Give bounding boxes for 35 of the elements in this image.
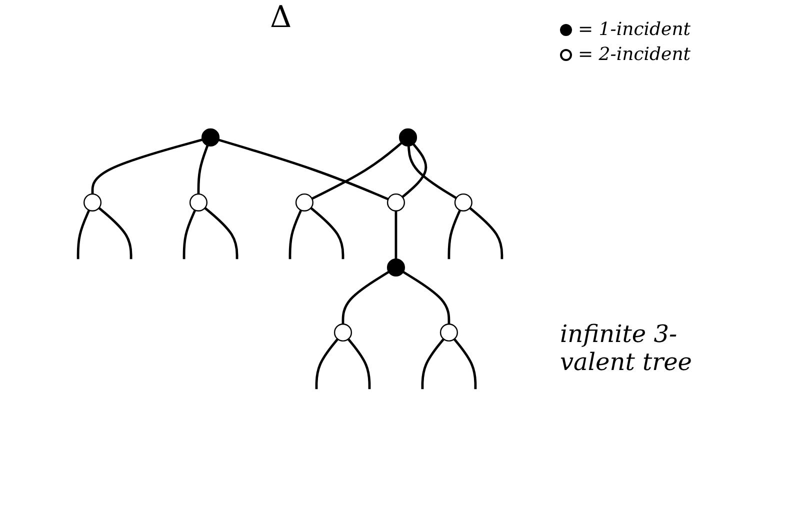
legend-text: = 2-incident [578, 44, 691, 65]
tree-edge [402, 143, 428, 198]
tree-edge [421, 338, 445, 390]
tree-caption: infinite 3-valent tree [560, 320, 693, 376]
open-vertex [440, 324, 458, 342]
tree-label: Δ [270, 0, 292, 35]
legend-text: = 1-incident [578, 19, 691, 40]
tree-edge [407, 146, 457, 200]
open-vertex [386, 193, 405, 212]
open-vertex [189, 193, 208, 212]
tree-edge [453, 338, 477, 390]
tree-edge [394, 210, 398, 260]
tree-edge [347, 338, 371, 390]
tree-edge [218, 138, 389, 200]
tree-edge [197, 144, 209, 194]
filled-vertex [386, 258, 405, 277]
tree-edge [342, 270, 390, 324]
tree-edge [76, 210, 90, 260]
tree-edge [402, 270, 450, 324]
tree-edge [448, 210, 462, 260]
tree-edge [310, 206, 344, 260]
tree-edge [91, 138, 203, 194]
tree-edge [98, 206, 132, 260]
filled-vertex [202, 128, 220, 146]
tree-edge [204, 206, 238, 260]
open-vertex [295, 193, 314, 212]
tree-edge [469, 206, 504, 260]
tree-edge [288, 210, 302, 260]
open-vertex [334, 324, 352, 342]
open-vertex [454, 193, 472, 212]
tree-edge [311, 142, 402, 200]
filled-vertex [398, 128, 418, 146]
tree-edge [182, 210, 196, 260]
open-vertex [83, 193, 102, 212]
tree-edge [315, 338, 339, 390]
